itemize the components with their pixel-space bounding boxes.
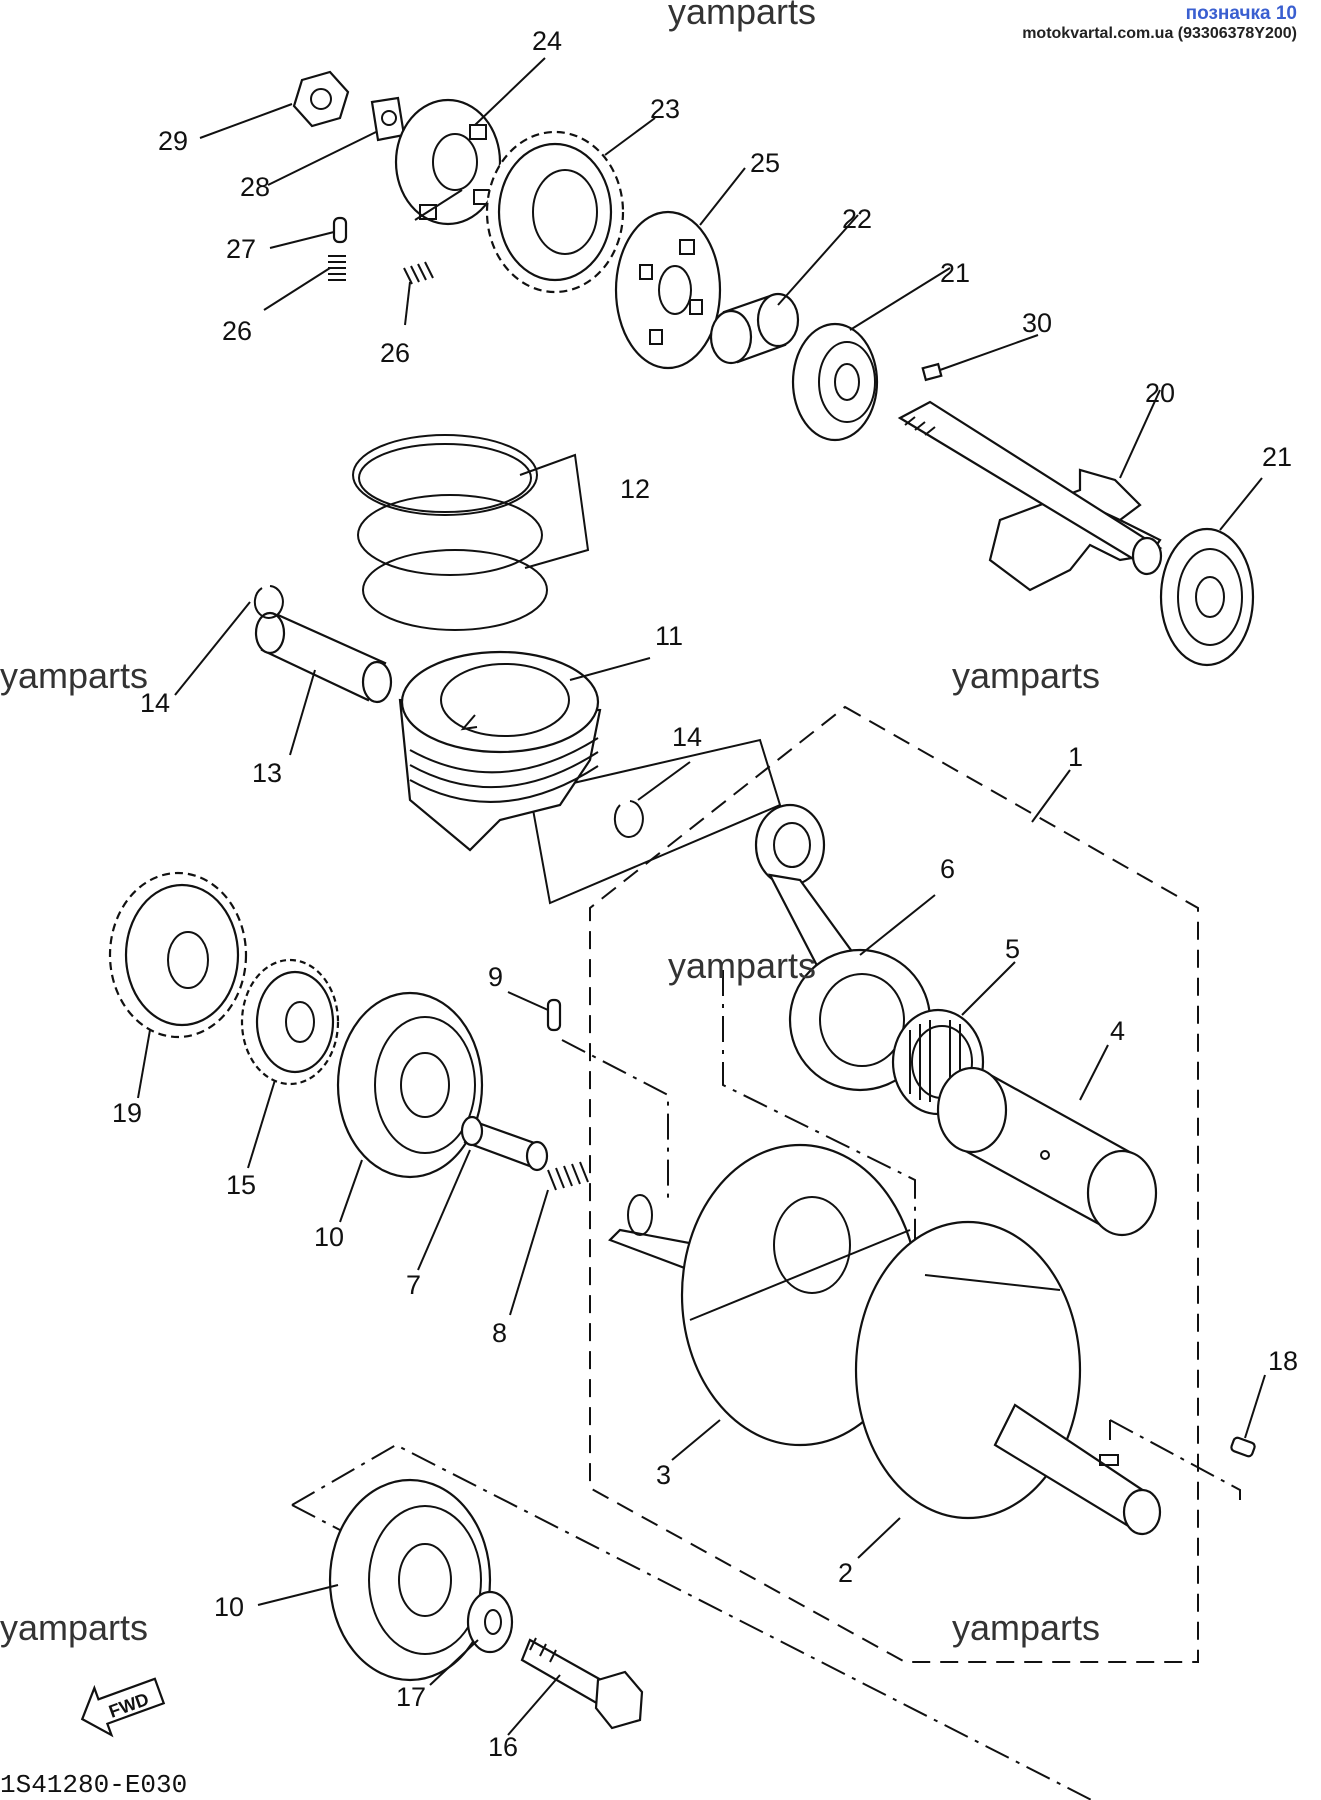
piston-rings-12 <box>352 434 548 631</box>
callout-8: 8 <box>492 1318 507 1348</box>
primary-gear-19 <box>108 871 248 1039</box>
callout-12: 12 <box>620 474 650 504</box>
piston-11 <box>398 650 602 852</box>
callout-6: 6 <box>940 854 955 884</box>
callout-21b: 21 <box>1262 442 1292 472</box>
callout-13: 13 <box>252 758 282 788</box>
callout-26a: 26 <box>222 316 252 346</box>
callout-10b: 10 <box>214 1592 244 1622</box>
callout-20: 20 <box>1145 378 1175 408</box>
bearing-10-lower <box>328 1478 492 1682</box>
callout-29: 29 <box>158 126 188 156</box>
spring-8 <box>547 1161 589 1191</box>
crank-pin-4 <box>936 1066 1158 1237</box>
callout-9: 9 <box>488 962 503 992</box>
pin-leader <box>561 1039 669 1200</box>
callout-5: 5 <box>1005 934 1020 964</box>
key-18 <box>1230 1436 1256 1458</box>
callout-18: 18 <box>1268 1346 1298 1376</box>
callout-15: 15 <box>226 1170 256 1200</box>
callout-22: 22 <box>842 204 872 234</box>
callout-26b: 26 <box>380 338 410 368</box>
washer-17 <box>466 1590 514 1654</box>
callout-30: 30 <box>1022 308 1052 338</box>
watermark-center: yamparts <box>668 945 816 986</box>
callout-2: 2 <box>838 1558 853 1588</box>
balancer-shaft-20 <box>897 400 1163 592</box>
callout-21a: 21 <box>940 258 970 288</box>
callout-7: 7 <box>406 1270 421 1300</box>
shaft-7 <box>460 1115 549 1172</box>
balancer-gear-23 <box>485 130 625 294</box>
watermark-top: yamparts <box>668 0 816 32</box>
spring-26-left <box>328 255 346 281</box>
bearing-21-right <box>1159 527 1255 667</box>
watermark-bottom-right: yamparts <box>952 1607 1100 1648</box>
diagram-code: 1S41280-E030 <box>0 1770 187 1800</box>
pin-27 <box>332 216 348 244</box>
bearing-left-leader <box>291 1504 341 1531</box>
callout-27: 27 <box>226 234 256 264</box>
conrod-group-outline <box>529 738 782 905</box>
bearing-10-upper <box>336 991 484 1179</box>
damper-plate-25 <box>614 210 722 370</box>
pin-9 <box>546 998 562 1032</box>
callout-24: 24 <box>532 26 562 56</box>
callout-23: 23 <box>650 94 680 124</box>
collar-22 <box>709 292 800 365</box>
leader-lines <box>137 57 1266 1736</box>
lock-washer-28 <box>370 96 406 142</box>
clutch-plate-24 <box>394 98 502 226</box>
crank-wheel-right-2 <box>854 1220 1162 1536</box>
conrod-pin-leader <box>722 970 916 1260</box>
timing-gear-15 <box>240 958 340 1086</box>
callout-14b: 14 <box>672 722 702 752</box>
callout-16: 16 <box>488 1732 518 1762</box>
callout-1: 1 <box>1068 742 1083 772</box>
key-30 <box>921 362 943 382</box>
watermark-right: yamparts <box>952 655 1100 696</box>
circlip-14-right <box>613 800 644 838</box>
callout-19: 19 <box>112 1098 142 1128</box>
watermark-left: yamparts <box>0 655 148 696</box>
bearing-21-top <box>791 322 879 442</box>
callout-14a: 14 <box>140 688 170 718</box>
header-site: motokvartal.com.ua (93306378Y200) <box>1022 24 1297 42</box>
callout-10a: 10 <box>314 1222 344 1252</box>
source-header: позначка 10 motokvartal.com.ua (93306378… <box>1022 3 1297 42</box>
callout-17: 17 <box>396 1682 426 1712</box>
bolt-16 <box>520 1637 644 1730</box>
header-label: позначка 10 <box>1185 3 1297 24</box>
circlip-14-left <box>253 585 284 619</box>
ring-group-bracket <box>519 453 590 569</box>
key-outline <box>1109 1419 1241 1500</box>
callout-28: 28 <box>240 172 270 202</box>
crankshaft-assembly-outline <box>589 705 1199 1663</box>
watermark-bottom-left: yamparts <box>0 1607 148 1648</box>
spring-26-right <box>403 261 434 285</box>
nut-29 <box>292 70 350 128</box>
callout-3: 3 <box>656 1460 671 1490</box>
callout-25: 25 <box>750 148 780 178</box>
piston-pin-13 <box>254 611 393 704</box>
callout-11: 11 <box>655 621 683 651</box>
fwd-arrow-icon: FWD <box>80 1677 166 1738</box>
bearing-group-outline <box>291 1443 1094 1800</box>
callout-4: 4 <box>1110 1016 1125 1046</box>
